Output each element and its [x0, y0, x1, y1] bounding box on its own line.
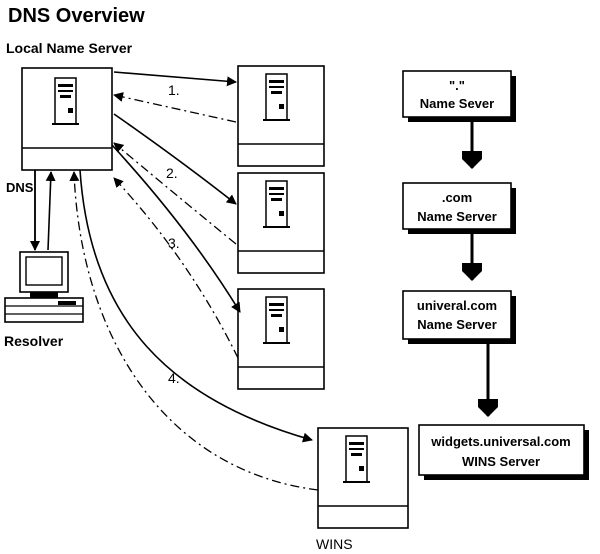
wins-server-line2: WINS Server — [462, 454, 540, 469]
resolver-label: Resolver — [4, 333, 64, 349]
step-4-label: 4. — [168, 370, 180, 386]
page-title: DNS Overview — [8, 5, 145, 27]
step-1-label: 1. — [168, 82, 180, 98]
com-server-line2: Name Server — [417, 209, 497, 224]
wins-label: WINS — [316, 536, 353, 552]
local-name-server — [21, 67, 113, 171]
root-server-line2: Name Sever — [420, 96, 494, 111]
com-server-line1: .com — [442, 190, 472, 205]
wins-server — [317, 427, 409, 529]
step-2-label: 2. — [166, 165, 178, 181]
wins-server-box: widgets.universal.com WINS Server — [418, 424, 589, 480]
resolver-computer — [4, 251, 84, 323]
local-name-server-heading: Local Name Server — [6, 40, 133, 56]
server-3 — [237, 288, 325, 390]
com-name-server-box: .com Name Server — [402, 182, 516, 234]
step-3-label: 3. — [168, 235, 180, 251]
server-2 — [237, 172, 325, 274]
root-server-line1: "." — [449, 78, 465, 93]
dns-label: DNS — [6, 180, 34, 195]
universal-server-line1: univeral.com — [417, 298, 497, 313]
universal-name-server-box: univeral.com Name Server — [402, 290, 516, 344]
root-name-server-box: "." Name Sever — [402, 70, 516, 122]
universal-server-line2: Name Server — [417, 317, 497, 332]
wins-server-line1: widgets.universal.com — [430, 434, 570, 449]
server-1 — [237, 65, 325, 167]
